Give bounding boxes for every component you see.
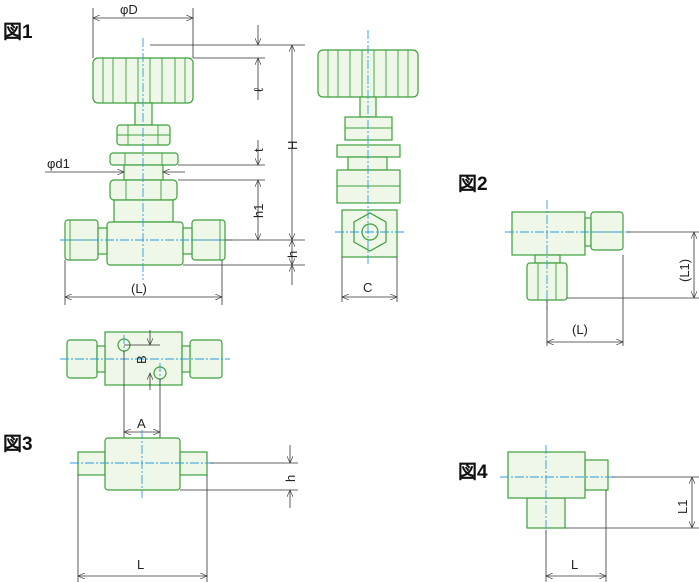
dim-L1: (L1) — [677, 259, 692, 282]
right-ferrule — [182, 227, 193, 255]
figure-4-label: 図4 — [458, 461, 488, 483]
stem — [134, 102, 153, 126]
figure-3-view: h L — [70, 430, 298, 582]
dim-L1: L1 — [675, 500, 690, 514]
dim-L: (L) — [572, 322, 588, 337]
figure-4-view: L1 L — [500, 445, 699, 582]
lock-nut — [109, 152, 179, 166]
figure-1-front-view — [60, 38, 232, 280]
figure-1-side-view: C — [317, 30, 419, 302]
dim-h: h — [285, 251, 300, 258]
figure-2-view: (L1) (L) — [505, 200, 699, 346]
valve-body — [106, 221, 184, 266]
dim-L: L — [137, 557, 144, 572]
figure-1-front-dimensions: φD ℓ H t h1 h φd1 (L) — [45, 2, 305, 305]
figure-3-label: 図3 — [3, 433, 33, 455]
dim-L: L — [571, 557, 578, 572]
neck — [123, 164, 164, 181]
dim-B: B — [134, 355, 149, 364]
left-ferrule — [97, 227, 108, 255]
figure-1-label: 図1 — [3, 21, 33, 43]
dim-t: t — [251, 148, 266, 152]
bonnet-nut — [109, 179, 178, 201]
dim-L: (L) — [131, 281, 147, 296]
dim-ell: ℓ — [251, 87, 266, 92]
dim-h: h — [283, 475, 298, 482]
figure-2-label: 図2 — [458, 173, 488, 195]
dim-phi-D: φD — [120, 2, 138, 17]
dim-H: H — [285, 141, 300, 150]
dim-A: A — [137, 416, 146, 431]
dim-phi-d1: φd1 — [47, 156, 70, 171]
dim-h1: h1 — [251, 204, 266, 218]
bonnet — [113, 199, 174, 223]
figure-1-bottom-view: B A — [60, 330, 230, 440]
dim-C: C — [363, 280, 372, 295]
